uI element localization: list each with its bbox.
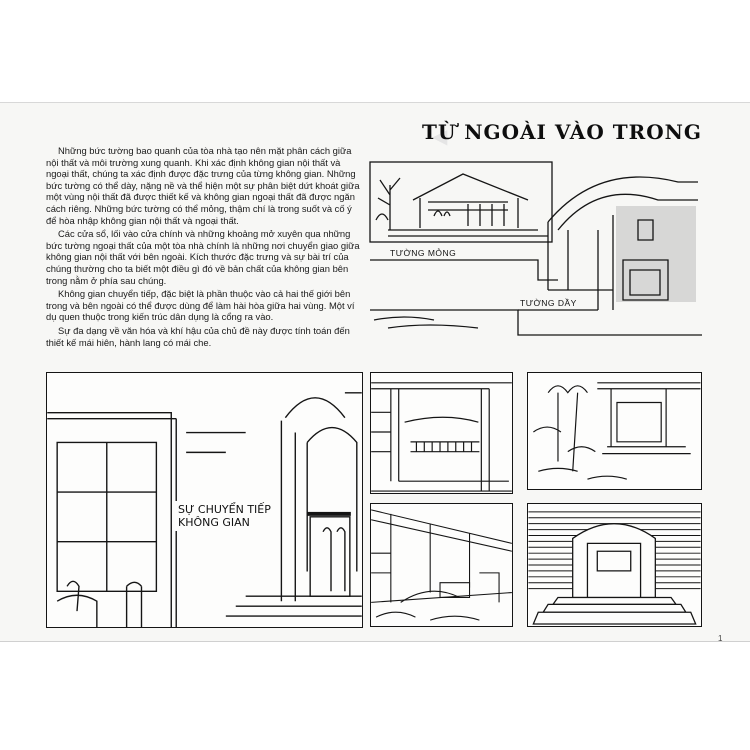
paragraph-4: Sự đa dạng về văn hóa và khí hậu của chủ… <box>46 324 350 348</box>
illustration-arched-entry <box>527 503 702 627</box>
page-number: 1 <box>718 634 723 643</box>
garden-porch-drawing <box>533 382 701 480</box>
paragraph-3: Không gian chuyển tiếp, đặc biệt là phần… <box>46 288 355 323</box>
spatial-transition-drawing <box>47 392 362 627</box>
spatial-transition-label-line1: SỰ CHUYỂN TIẾP <box>178 503 271 516</box>
illustration-walls: TƯỜNG MỎNG TƯỜNG DẦY <box>368 160 702 340</box>
body-text: Những bức tường bao quanh của tòa nhà tạ… <box>46 145 364 350</box>
paragraph-1: Những bức tường bao quanh của tòa nhà tạ… <box>46 145 360 226</box>
arched-entry-drawing <box>528 511 701 625</box>
paragraph-2: Các cửa sổ, lối vào cửa chính và những k… <box>46 228 360 286</box>
spatial-transition-label: SỰ CHUYỂN TIẾP KHÔNG GIAN <box>175 501 274 531</box>
thin-wall-label: TƯỜNG MỎNG <box>390 248 457 258</box>
porch-railing-drawing <box>371 382 512 492</box>
thick-wall-label: TƯỜNG DẦY <box>520 298 577 308</box>
illustration-porch-railing <box>370 372 513 494</box>
illustration-covered-walkway <box>370 503 513 627</box>
walls-drawing <box>369 161 702 336</box>
illustration-spatial-transition: SỰ CHUYỂN TIẾP KHÔNG GIAN <box>46 372 363 628</box>
spatial-transition-label-line2: KHÔNG GIAN <box>178 516 250 529</box>
page-title: TỪ NGOÀI VÀO TRONG <box>421 120 702 144</box>
covered-walkway-drawing <box>371 509 512 621</box>
bleed-through-heading: ◀ <box>432 124 449 148</box>
illustration-garden-porch <box>527 372 702 490</box>
